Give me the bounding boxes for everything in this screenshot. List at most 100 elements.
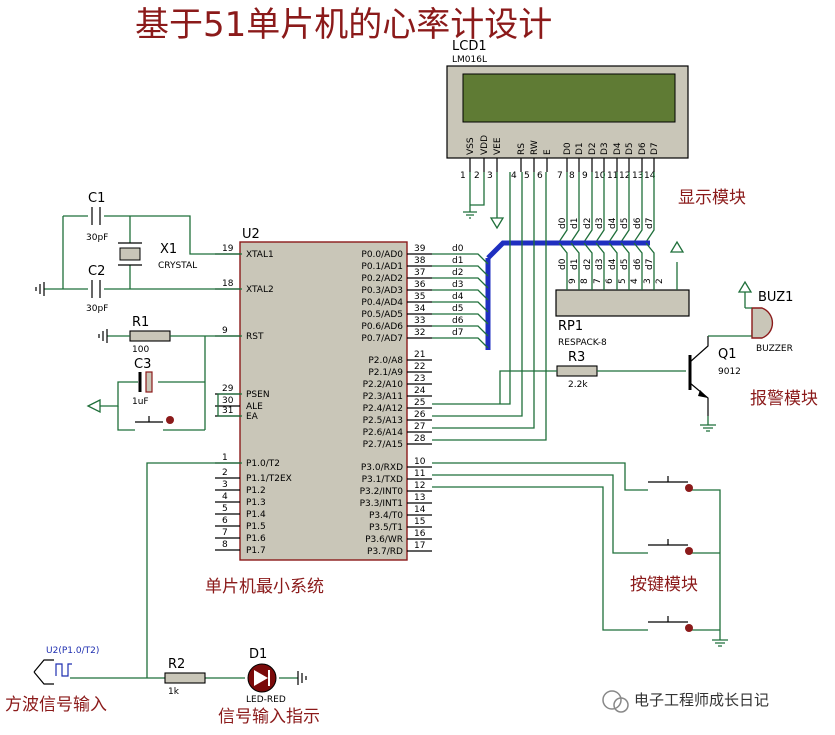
mcu-pin-number: 38 <box>414 256 426 266</box>
mcu-pin-name: P2.5/A13 <box>363 416 403 426</box>
mcu-pin-number: 31 <box>222 406 233 416</box>
rp1-resistor-pack[interactable] <box>555 289 690 317</box>
lcd-pin-label: RW <box>530 140 540 155</box>
lcd-pin-label: D2 <box>588 142 598 155</box>
rp1-pin-number: 5 <box>618 278 628 284</box>
rp1-ref: RP1 <box>558 319 583 334</box>
rp1-vcc-symbol <box>669 240 685 290</box>
mcu-pin-name: P3.4/T0 <box>369 511 403 521</box>
mcu-right-pins: 39P0.0/AD038P0.1/AD137P0.2/AD236P0.3/AD3… <box>360 244 432 557</box>
mcu-pin-number: 30 <box>222 396 234 406</box>
lcd-pin-number: 7 <box>557 171 563 181</box>
lcd-pin-label: D0 <box>563 142 573 155</box>
mcu-pin-number: 34 <box>414 304 426 314</box>
c1-value: 30pF <box>86 233 108 243</box>
mcu-pin-number: 15 <box>414 517 425 527</box>
bus-net-label: d2 <box>452 268 463 278</box>
bus-net-label: d3 <box>452 280 463 290</box>
mcu-pin-name: EA <box>246 412 259 422</box>
rp1-pin-number: 4 <box>630 278 640 284</box>
lcd-data-wire <box>645 172 655 243</box>
mcu-pin-number: 7 <box>222 528 228 538</box>
mcu-pin-number: 33 <box>414 316 425 326</box>
mcu-pin-name: P1.4 <box>246 510 266 520</box>
mcu-pin-name: XTAL1 <box>246 250 274 260</box>
rp1-wire <box>558 242 568 290</box>
rp1-wire <box>570 242 580 290</box>
rp1-pin-number: 7 <box>593 278 603 284</box>
lcd-bus-label: d6 <box>633 217 643 229</box>
mcu-pin-name: P3.0/RXD <box>361 463 403 473</box>
lcd-display[interactable] <box>446 65 689 159</box>
mcu-pin-name: P1.0/T2 <box>246 459 280 469</box>
mcu-pin-name: P3.2/INT0 <box>360 487 404 497</box>
lcd-pin-label: VEE <box>493 137 503 155</box>
mcu-pin-number: 12 <box>414 481 425 491</box>
rp1-net-label: d5 <box>620 259 630 270</box>
mcu-pin-number: 23 <box>414 374 425 384</box>
r2-resistor[interactable] <box>164 672 206 684</box>
lcd-pin-label: D4 <box>613 142 623 155</box>
bus-tap-wire <box>432 337 489 349</box>
mcu-pin-name: P3.6/WR <box>365 535 403 545</box>
key-button-2[interactable] <box>648 539 693 555</box>
mcu-pin-name: P0.1/AD1 <box>361 262 403 272</box>
mcu-pin-number: 26 <box>414 410 426 420</box>
lcd-pin-number: 14 <box>644 171 656 181</box>
lcd-pin-label: VSS <box>466 137 476 155</box>
lcd-pin-label: E <box>543 149 553 155</box>
bus-net-label: d4 <box>452 292 464 302</box>
mcu-pin-name: P2.2/A10 <box>363 380 404 390</box>
mcu-pin-name: P0.0/AD0 <box>361 250 403 260</box>
lcd-pin-number: 1 <box>460 171 466 181</box>
c1-capacitor[interactable] <box>91 207 101 225</box>
mcu-ref: U2 <box>242 227 260 242</box>
generator-label: U2(P1.0/T2) <box>46 646 99 656</box>
watermark: 电子工程师成长日记 <box>634 691 769 709</box>
key-button-3[interactable] <box>648 616 693 632</box>
lcd-pin-number: 6 <box>537 171 543 181</box>
d1-ref: D1 <box>249 647 267 662</box>
rp1-wire <box>633 242 643 290</box>
c3-capacitor[interactable] <box>138 371 153 393</box>
x1-crystal[interactable] <box>118 242 142 266</box>
rp1-net-label: d2 <box>583 259 593 270</box>
mcu-pin-name: P1.3 <box>246 498 266 508</box>
mcu-pin-name: P0.6/AD6 <box>361 322 403 332</box>
bus-tap-wire <box>432 289 489 301</box>
rp1-net-label: d6 <box>633 258 643 270</box>
square-wave-generator[interactable] <box>33 659 72 685</box>
rp1-value: RESPACK-8 <box>558 338 607 348</box>
rp1-wire <box>620 242 630 290</box>
lcd-vee-symbol <box>489 172 505 230</box>
lcd-data-wire <box>633 172 643 243</box>
key-button-1[interactable] <box>648 476 693 492</box>
bus-net-label: d6 <box>452 316 464 326</box>
mcu-pin-number: 16 <box>414 529 426 539</box>
mcu-pin-name: P2.1/A9 <box>368 368 403 378</box>
r1-resistor[interactable] <box>107 330 242 342</box>
lcd-data-wire <box>558 172 568 243</box>
reset-button[interactable] <box>117 406 205 431</box>
c3-ref: C3 <box>134 357 151 372</box>
q1-transistor[interactable] <box>688 336 709 416</box>
mcu-pin-number: 11 <box>414 469 425 479</box>
d1-led[interactable] <box>247 663 277 693</box>
buz1-buzzer[interactable] <box>737 280 774 339</box>
r1-value: 100 <box>132 345 149 355</box>
label-square-wave-input: 方波信号输入 <box>5 695 107 715</box>
data-bus <box>485 240 650 350</box>
c2-capacitor[interactable] <box>91 280 101 298</box>
mcu-pin-name: RST <box>246 332 264 342</box>
mcu-body[interactable] <box>239 241 408 561</box>
r3-resistor[interactable] <box>545 365 686 377</box>
mcu-pin-number: 22 <box>414 362 425 372</box>
mcu-pin-name: P0.5/AD5 <box>361 310 403 320</box>
label-display-module: 显示模块 <box>678 188 746 208</box>
c1-ref: C1 <box>88 191 105 206</box>
lcd-pin-label: D5 <box>625 142 635 155</box>
key-wires <box>432 462 721 640</box>
